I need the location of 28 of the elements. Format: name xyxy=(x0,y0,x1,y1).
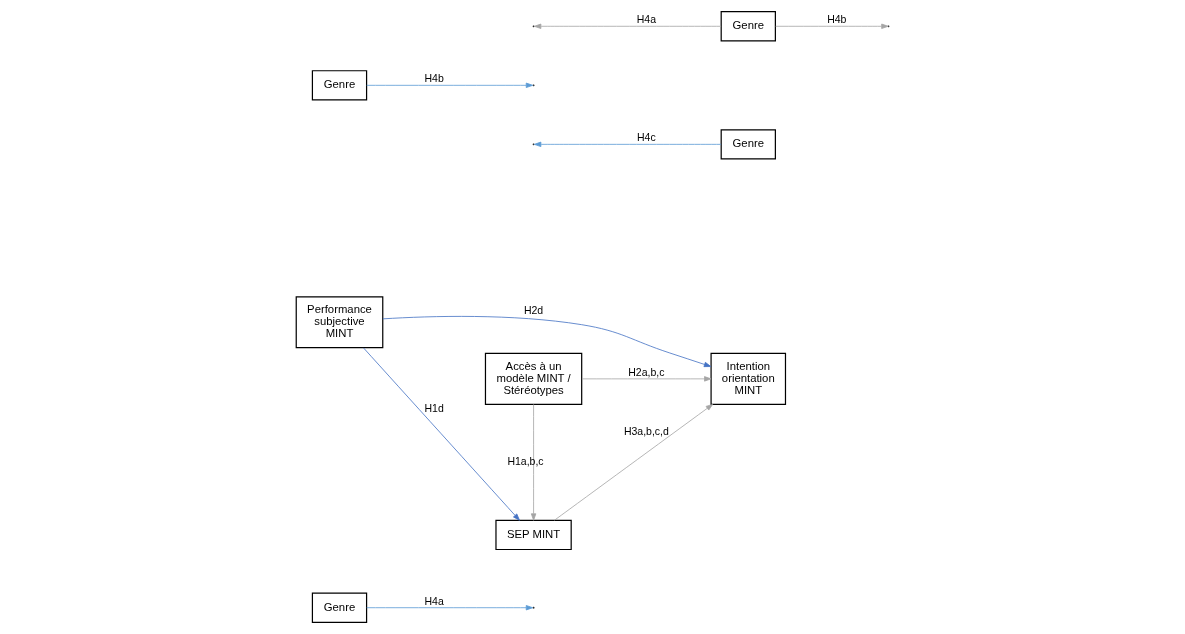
arrow xyxy=(534,23,722,29)
edge-label: H4a xyxy=(636,13,657,26)
node-box: Performance subjective MINT xyxy=(295,296,384,349)
node-box: Accès à un modèle MINT / Stéréotypes xyxy=(484,352,583,405)
node-box: Genre xyxy=(311,592,368,623)
arrow xyxy=(363,347,520,521)
node-box: Genre xyxy=(311,70,368,101)
arrow xyxy=(382,316,712,368)
arrow xyxy=(554,404,714,521)
arrow xyxy=(581,376,712,382)
edge-label: H2a,b,c xyxy=(628,365,665,378)
edge-label: H2d xyxy=(523,303,544,316)
arrow xyxy=(534,141,722,147)
node-box: Genre xyxy=(720,129,776,160)
edge-label: H3a,b,c,d xyxy=(623,424,669,437)
arrow xyxy=(775,23,889,29)
node-box: SEP MINT xyxy=(495,519,572,551)
arrow xyxy=(530,404,537,521)
arrow xyxy=(366,605,534,611)
node-box: Intention orientation MINT xyxy=(710,352,787,405)
edge-label: H4c xyxy=(637,131,656,144)
edge-label: H1d xyxy=(424,402,444,415)
arrow xyxy=(366,82,534,88)
node-box: Genre xyxy=(720,11,776,42)
edge-label: H4a xyxy=(424,594,444,607)
edge-label: H4b xyxy=(424,72,444,85)
edge-label: H4b xyxy=(827,13,847,26)
edge-label: H1a,b,c xyxy=(507,455,544,468)
